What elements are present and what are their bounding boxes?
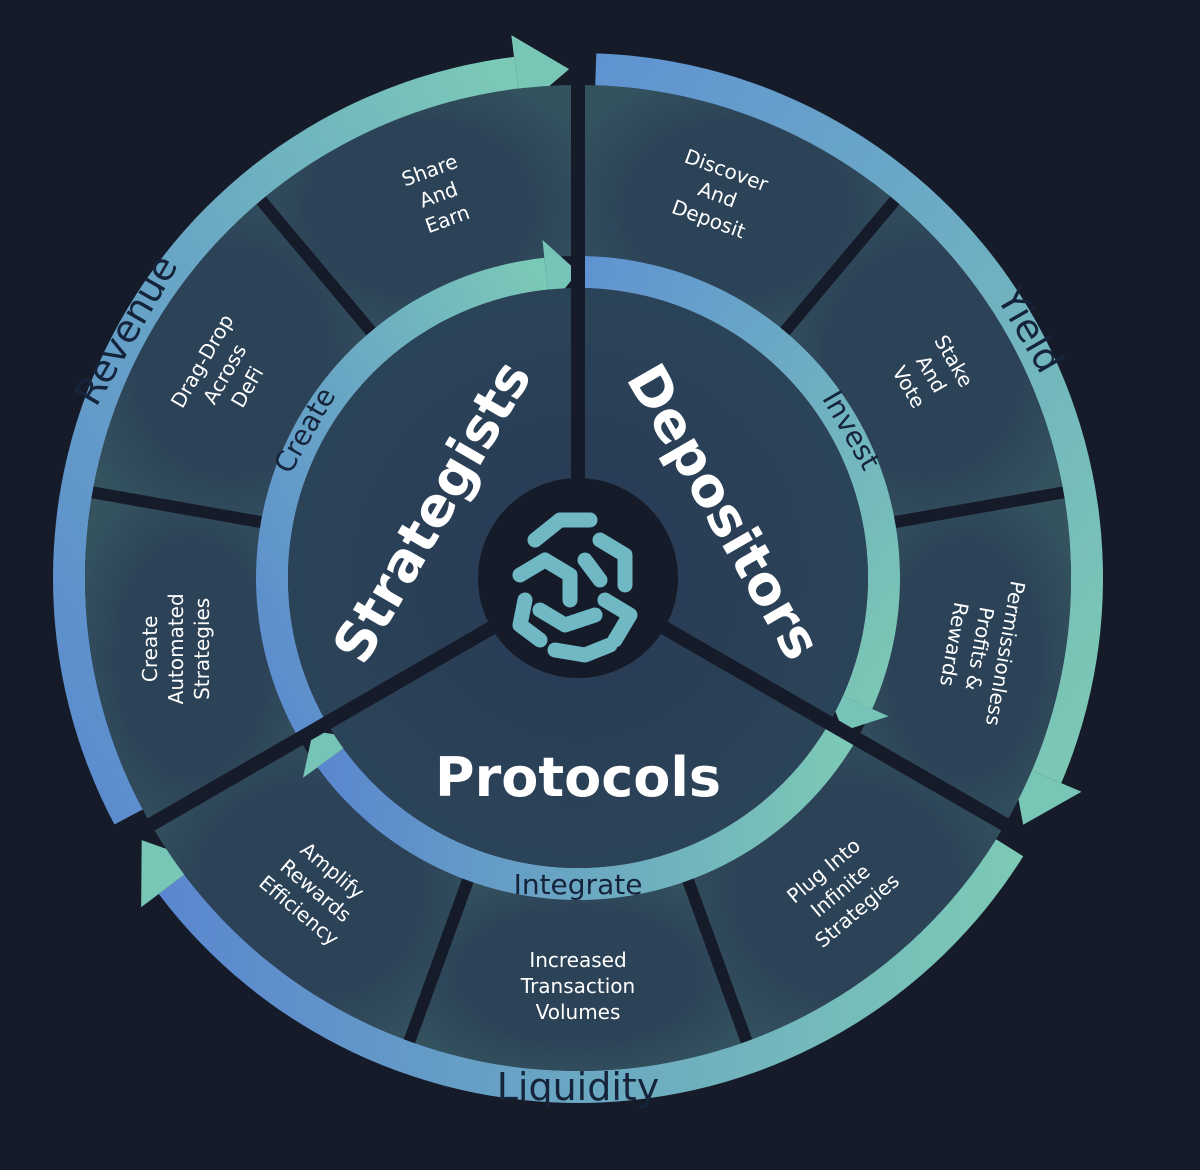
segment-divider-2 — [894, 486, 1065, 528]
segment-divider-6 — [256, 196, 376, 336]
segment-divider-3 — [682, 878, 753, 1044]
protocols-ring-verb: Integrate — [514, 868, 643, 901]
maze-network-icon — [478, 478, 678, 678]
protocols-title: Protocols — [435, 746, 721, 809]
segment-label-line: Strategies — [190, 598, 214, 700]
depositors-segment-2 — [784, 200, 1064, 523]
segment-label-line: Transaction — [520, 974, 635, 998]
logo-stroke-2 — [512, 552, 578, 608]
depositors-segment-1 — [578, 85, 895, 332]
segment-divider-5 — [91, 486, 262, 528]
logo-stroke-5 — [597, 592, 638, 648]
protocols-segment-2 — [409, 880, 747, 1071]
strategists-segment-label-3: ShareAndEarn — [398, 149, 478, 240]
strategists-outer-arrow-band — [52, 56, 518, 825]
logo-stroke-3 — [592, 532, 633, 593]
logo-stroke-7 — [512, 592, 548, 648]
depositors-outer-arrow-band — [595, 53, 1103, 784]
logo-stroke-8 — [577, 552, 608, 588]
protocols-outer-arrow-band — [158, 839, 1024, 1103]
protocols-outer-label: Liquidity — [497, 1065, 660, 1109]
logo-stroke-1 — [527, 512, 598, 548]
segment-label-line: Automated — [164, 593, 188, 704]
segment-ring — [84, 85, 1071, 1071]
logo-stroke-4 — [532, 602, 603, 633]
segment-label-line: Volumes — [536, 1000, 621, 1024]
depositors-segment-3 — [856, 492, 1071, 825]
segment-divider-4 — [403, 878, 474, 1044]
protocols-inner-arrow-band — [317, 727, 855, 900]
protocols-segment-1 — [688, 739, 1005, 1042]
logo-stroke-6 — [547, 637, 618, 663]
strategists-segment-3 — [261, 85, 578, 332]
protocols-segment-3 — [151, 739, 468, 1042]
strategists-inner-arrow-band — [256, 257, 548, 735]
strategists-segment-2 — [92, 200, 372, 523]
depositors-inner-arrowhead — [826, 688, 889, 731]
strategists-segment-1 — [84, 492, 300, 825]
segment-divider-1 — [780, 196, 900, 336]
segment-label-line: Increased — [529, 948, 626, 972]
depositors-inner-arrow-band — [583, 256, 900, 709]
depositors-outer-arrowhead — [1011, 762, 1082, 825]
segment-label-line: Create — [138, 616, 162, 682]
